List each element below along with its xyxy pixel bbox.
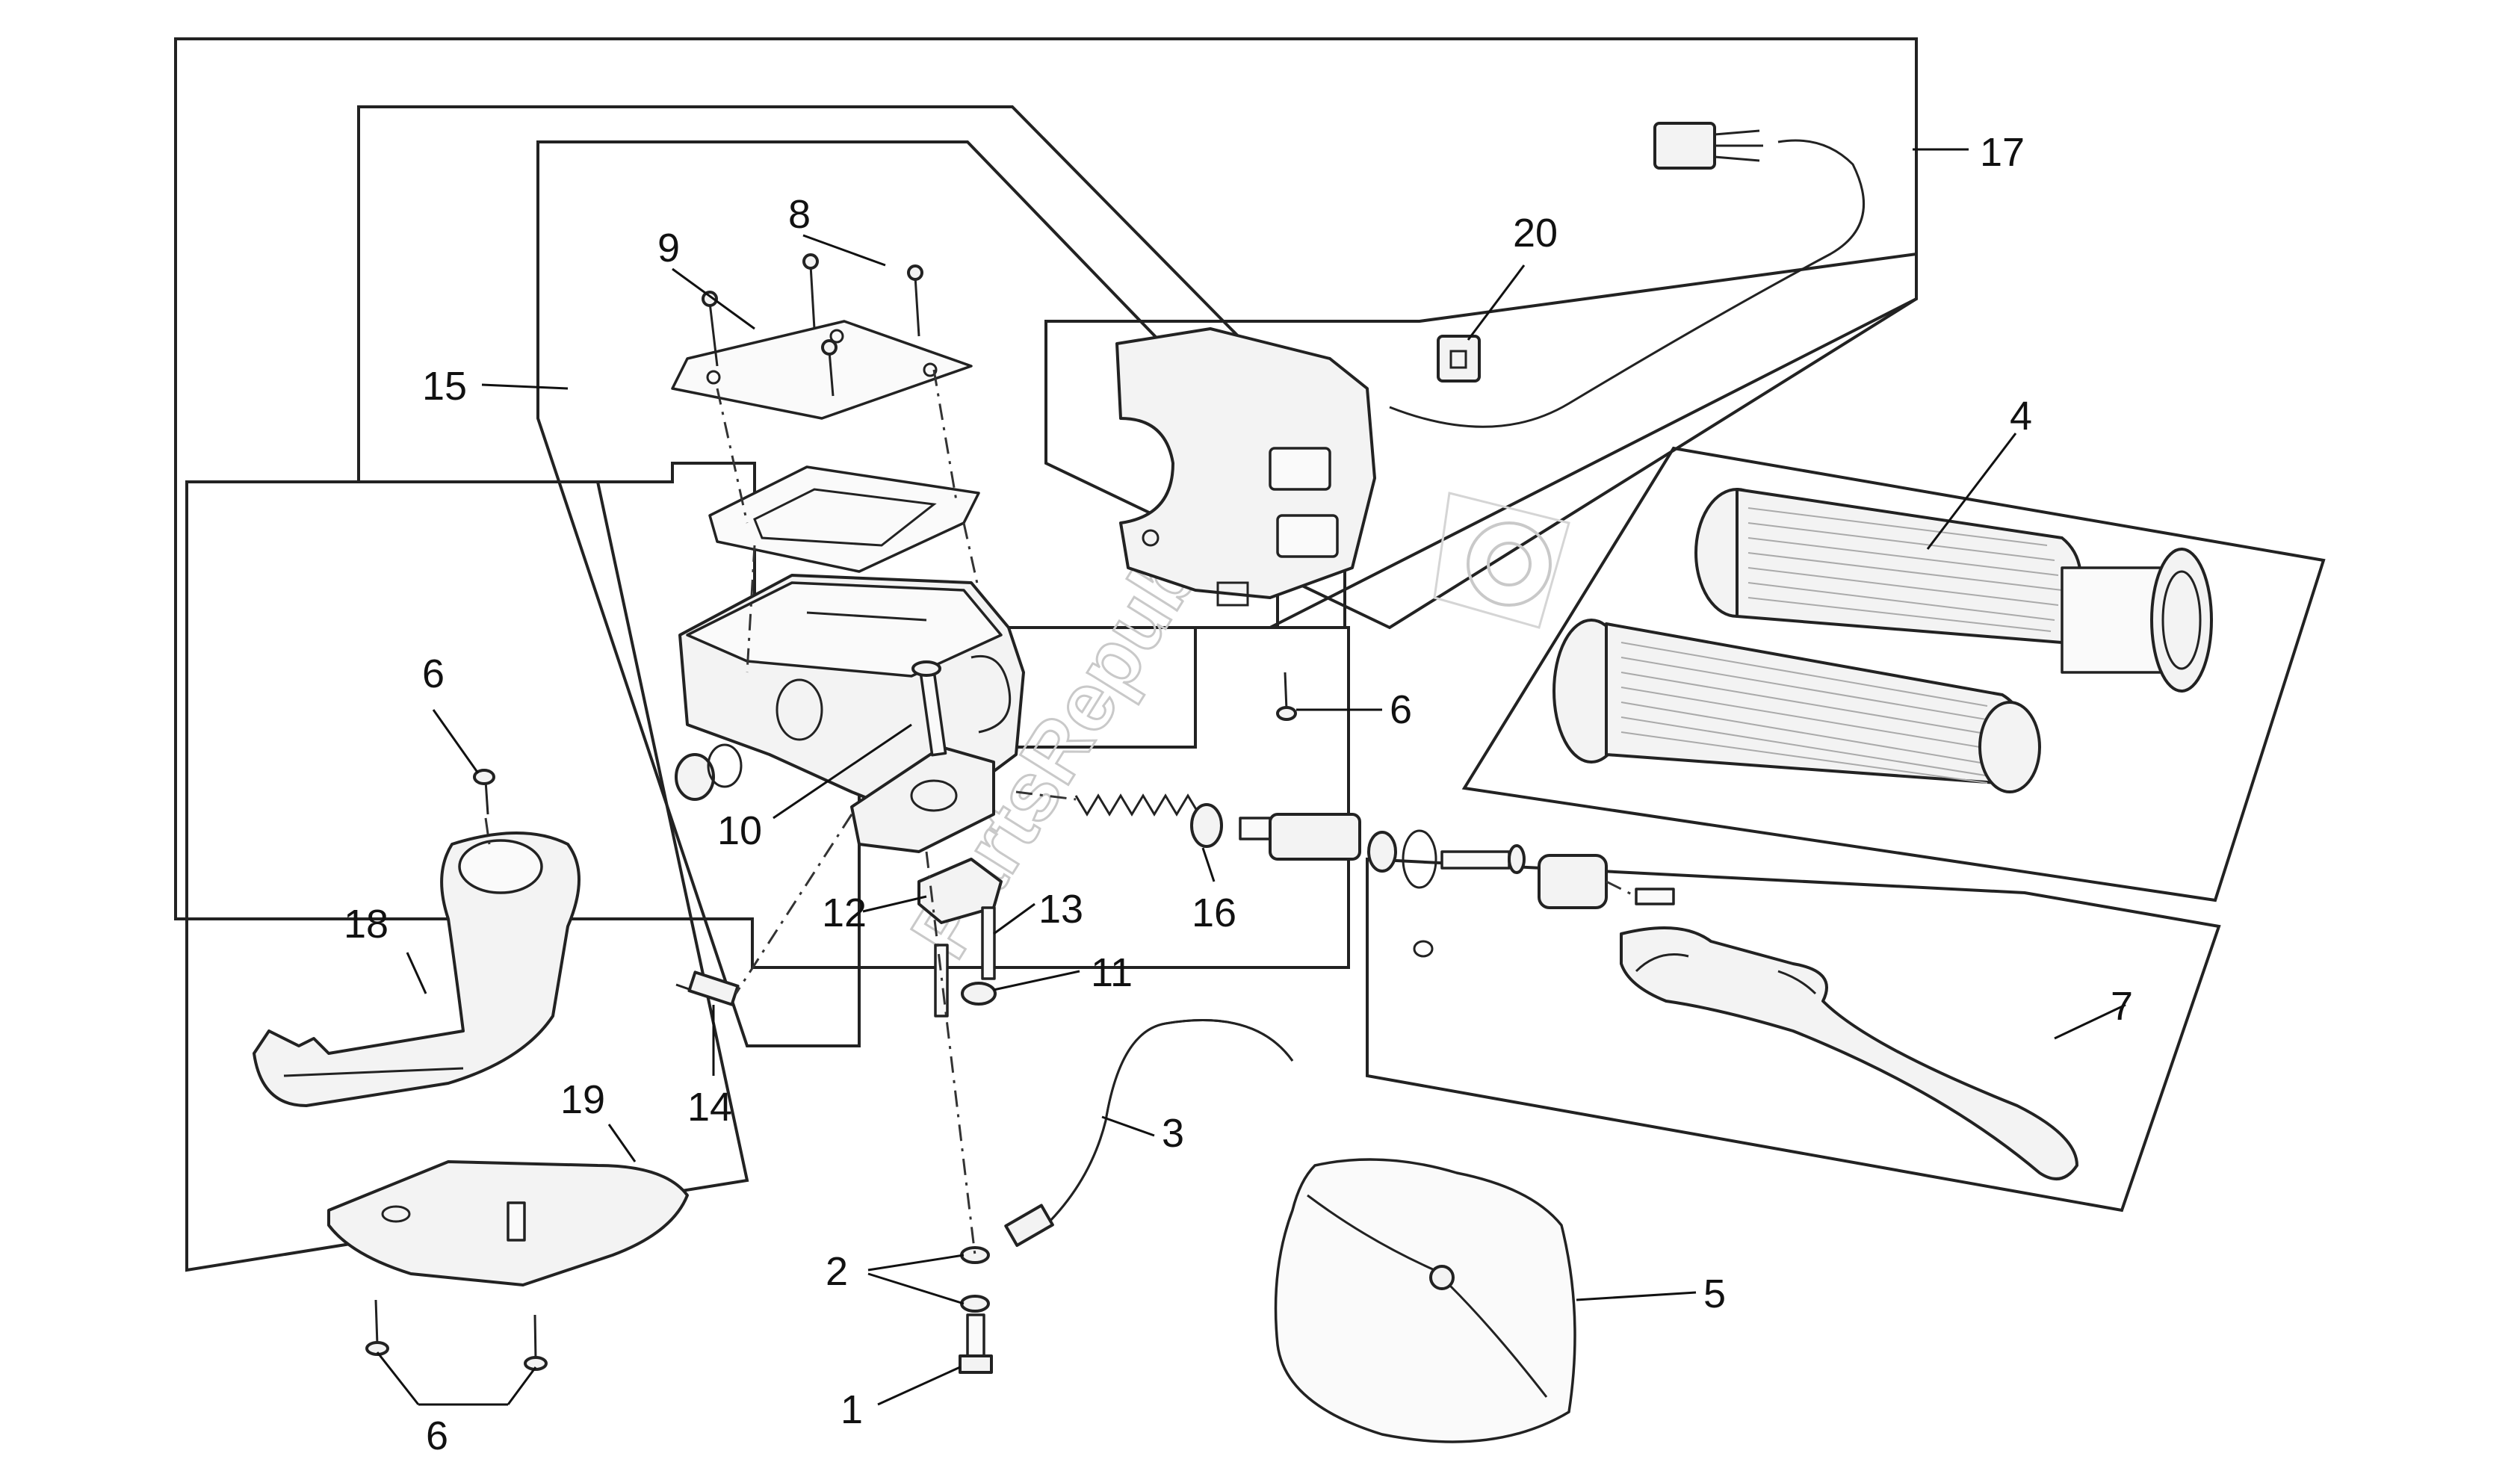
callout-16: 16 [1192,891,1236,935]
cover-screw [473,769,495,815]
callout-18: 18 [344,902,388,947]
callout-2: 2 [826,1249,848,1294]
callout-6-top: 6 [1390,687,1412,732]
lower-cover [327,1160,689,1286]
callout-10: 10 [717,808,762,853]
pivot-bolt [911,660,947,757]
leader-lines [376,148,2126,1406]
grips-frame [1461,446,2326,902]
callout-5: 5 [1703,1272,1726,1316]
switch-housing [1115,327,1376,607]
lever-frame [1366,857,2221,1213]
callout-20: 20 [1513,211,1558,256]
callout-13: 13 [1038,887,1083,932]
axis-switch-pin [734,814,853,994]
piston-kit [1074,793,1608,909]
outer-assembly-frame [174,37,1918,969]
grip-right [1694,488,2213,693]
banjo-bolt [959,1313,993,1374]
gear-logo-icon [1433,492,1570,629]
axis-cover-screw [484,817,491,845]
lever-pin [1413,888,1675,958]
callout-11: 11 [1091,950,1133,995]
reservoir-diaphragm [708,465,980,573]
axis-lever [1606,880,1637,898]
callout-9: 9 [657,226,680,270]
lower-cover-frame [185,480,749,1272]
axis-cover-right [932,369,958,501]
callout-15: 15 [422,364,467,409]
callout-3: 3 [1162,1111,1184,1156]
callout-4: 4 [2010,394,2032,439]
wiring-harness [1389,122,1865,428]
piston-seals-left [675,743,743,801]
callout-7: 7 [2111,984,2133,1029]
callout-8: 8 [788,192,811,237]
housing-screw [1276,672,1297,721]
spare-parts-bag [1274,1158,1576,1443]
grip-left [1552,619,2041,793]
callout-6-left: 6 [422,651,445,696]
cover-screws [702,253,923,397]
axis-cover [716,388,749,524]
callout-1: 1 [840,1387,863,1432]
banjo-washers [960,1246,990,1313]
axis-piston [1015,790,1077,801]
lower-screws [365,1299,548,1371]
brake-lever [1620,926,2078,1180]
callout-6-bottom: 6 [426,1413,448,1458]
handlebar-cover [253,831,581,1107]
washer [961,982,997,1006]
callout-19: 19 [560,1077,605,1122]
callout-12: 12 [822,891,867,935]
axis-body-right [962,522,980,591]
switch-button [1437,335,1481,383]
brake-hose [1004,1019,1294,1247]
callout-14: 14 [687,1085,732,1130]
reservoir-cover-plate [671,320,973,420]
axis-body [746,545,756,673]
callout-17: 17 [1980,130,2025,175]
switch-housing-frame [1044,252,1918,630]
brake-light-switch [675,970,740,1006]
